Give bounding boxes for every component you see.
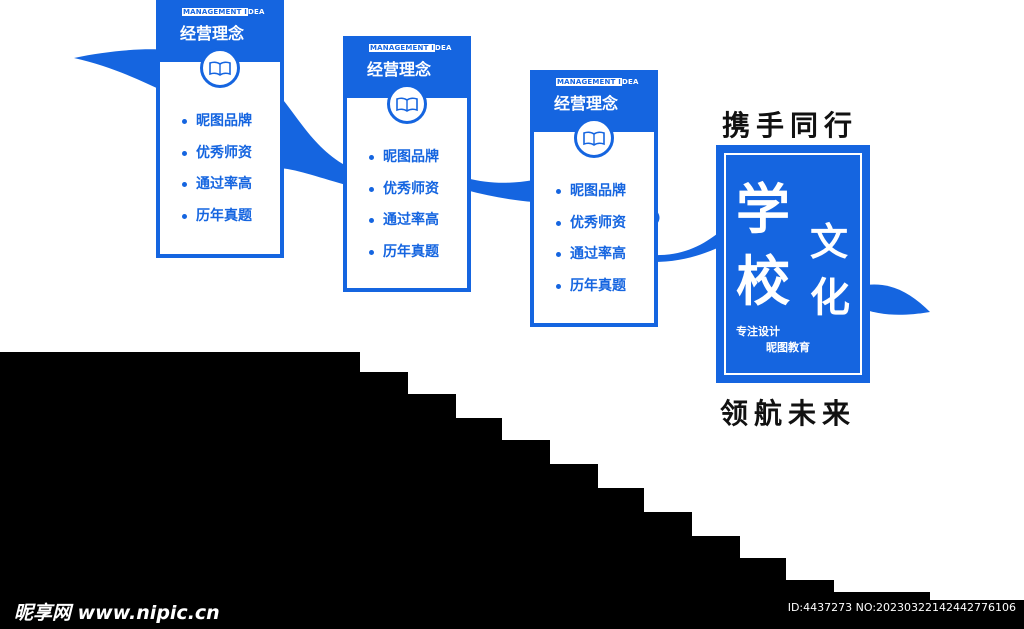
image-id-watermark: ID:4437273 NO:20230322142442776106: [787, 601, 1016, 614]
culture-char-xue: 学: [736, 177, 790, 241]
board-title: 经营理念: [180, 24, 245, 43]
board-title: 经营理念: [554, 94, 619, 113]
culture-char-wen: 文: [810, 219, 849, 264]
idea-board-2: MANAGEMENT IDEA 经营理念 昵图品牌 优秀师资 通过率高 历年真题: [343, 36, 471, 292]
list-item: 通过率高: [369, 205, 439, 237]
list-item: 昵图品牌: [182, 106, 252, 138]
slogan-bottom: 领航未来: [720, 397, 857, 430]
open-book-icon: [387, 84, 427, 124]
open-book-icon: [574, 118, 614, 158]
board-list: 昵图品牌 优秀师资 通过率高 历年真题: [182, 106, 252, 232]
list-item: 优秀师资: [369, 174, 439, 206]
list-item: 优秀师资: [182, 138, 252, 170]
list-item: 通过率高: [556, 239, 626, 271]
board-subtitle: MANAGEMENT IDEA: [182, 8, 265, 16]
list-item: 历年真题: [182, 201, 252, 233]
list-item: 优秀师资: [556, 208, 626, 240]
culture-line-2: 昵图教育: [766, 341, 810, 354]
idea-board-1: MANAGEMENT IDEA 经营理念 昵图品牌 优秀师资 通过率高 历年真题: [156, 0, 284, 258]
culture-frame: [724, 153, 862, 375]
site-logo-watermark: 昵享网 www.nipic.cn: [14, 602, 220, 624]
list-item: 昵图品牌: [556, 176, 626, 208]
list-item: 历年真题: [369, 237, 439, 269]
culture-char-xiao: 校: [736, 249, 790, 313]
slogan-top: 携手同行: [722, 109, 859, 142]
open-book-icon: [200, 48, 240, 88]
board-list: 昵图品牌 优秀师资 通过率高 历年真题: [369, 142, 439, 268]
list-item: 昵图品牌: [369, 142, 439, 174]
board-subtitle: MANAGEMENT IDEA: [556, 78, 639, 86]
culture-line-1: 专注设计: [736, 325, 780, 338]
list-item: 通过率高: [182, 169, 252, 201]
board-title: 经营理念: [367, 60, 432, 79]
idea-board-3: MANAGEMENT IDEA 经营理念 昵图品牌 优秀师资 通过率高 历年真题: [530, 70, 658, 327]
culture-char-hua: 化: [810, 274, 850, 321]
board-list: 昵图品牌 优秀师资 通过率高 历年真题: [556, 176, 626, 302]
school-culture-panel: 学 校 文 化 专注设计 昵图教育: [716, 145, 870, 383]
board-header: MANAGEMENT IDEA 经营理念: [534, 74, 654, 132]
board-subtitle: MANAGEMENT IDEA: [369, 44, 452, 52]
list-item: 历年真题: [556, 271, 626, 303]
